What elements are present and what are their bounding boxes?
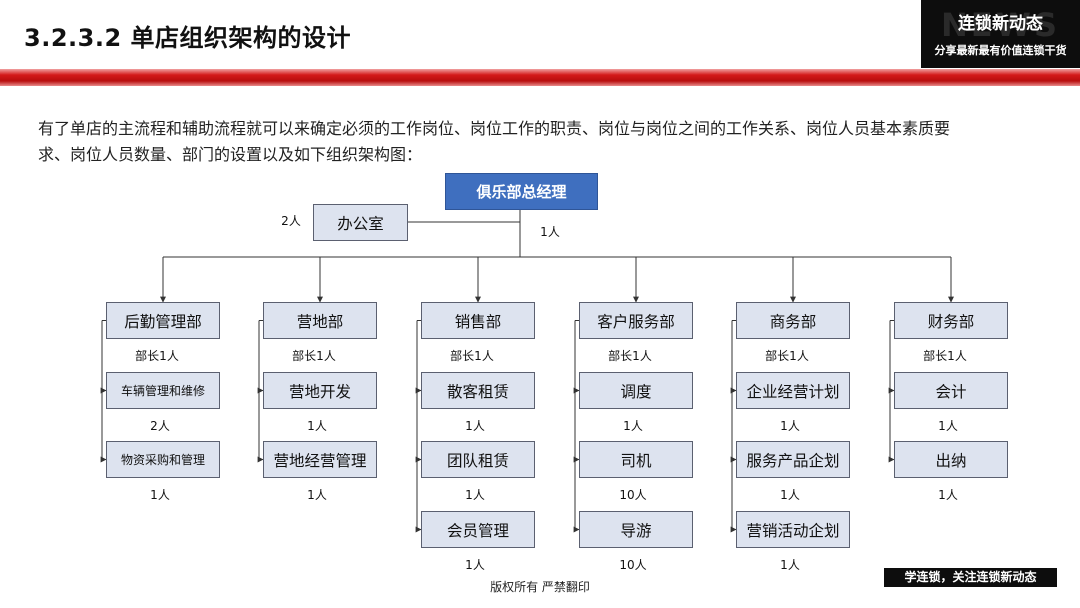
dept-head-count-4: 部长1人 <box>765 349 809 363</box>
sub-unit-count-4-1: 1人 <box>780 488 800 502</box>
sub-unit-count-3-2: 10人 <box>619 558 647 572</box>
copyright-notice: 版权所有 严禁翻印 <box>490 580 590 594</box>
dept-head-count-1: 部长1人 <box>292 349 336 363</box>
sub-unit-box-4-0: 企业经营计划 <box>736 372 850 409</box>
sub-unit-count-1-0: 1人 <box>307 419 327 433</box>
dept-box-1: 营地部 <box>263 302 377 339</box>
dept-box-4: 商务部 <box>736 302 850 339</box>
dept-box-0: 后勤管理部 <box>106 302 220 339</box>
sub-unit-box-1-1: 营地经营管理 <box>263 441 377 478</box>
dept-head-count-2: 部长1人 <box>450 349 494 363</box>
dept-box-3: 客户服务部 <box>579 302 693 339</box>
sub-unit-count-0-1: 1人 <box>150 488 170 502</box>
page-title: 3.2.3.2 单店组织架构的设计 <box>24 24 352 52</box>
org-root-box: 俱乐部总经理 <box>445 173 598 210</box>
sub-unit-box-0-1: 物资采购和管理 <box>106 441 220 478</box>
sub-unit-count-4-0: 1人 <box>780 419 800 433</box>
brand-title: 连锁新动态 <box>958 14 1043 34</box>
header-divider <box>0 69 1080 86</box>
sub-unit-box-1-0: 营地开发 <box>263 372 377 409</box>
sub-unit-count-0-0: 2人 <box>150 419 170 433</box>
intro-text: 有了单店的主流程和辅助流程就可以来确定必须的工作岗位、岗位工作的职责、岗位与岗位… <box>38 119 951 164</box>
sub-unit-box-4-1: 服务产品企划 <box>736 441 850 478</box>
dept-box-2: 销售部 <box>421 302 535 339</box>
brand-subtitle: 分享最新最有价值连锁干货 <box>934 44 1067 57</box>
org-root-count: 1人 <box>540 225 560 239</box>
sub-unit-box-3-0: 调度 <box>579 372 693 409</box>
sub-unit-count-3-1: 10人 <box>619 488 647 502</box>
sub-unit-box-0-0: 车辆管理和维修 <box>106 372 220 409</box>
sub-unit-count-2-0: 1人 <box>465 419 485 433</box>
brand-logo: NEWS 连锁新动态 分享最新最有价值连锁干货 <box>921 0 1080 68</box>
dept-head-count-5: 部长1人 <box>923 349 967 363</box>
sub-unit-box-2-0: 散客租赁 <box>421 372 535 409</box>
sub-unit-count-1-1: 1人 <box>307 488 327 502</box>
dept-box-5: 财务部 <box>894 302 1008 339</box>
follow-badge: 学连锁，关注连锁新动态 <box>884 568 1057 587</box>
dept-head-count-0: 部长1人 <box>135 349 179 363</box>
sub-unit-box-3-2: 导游 <box>579 511 693 548</box>
sub-unit-count-2-1: 1人 <box>465 488 485 502</box>
sub-unit-count-5-1: 1人 <box>938 488 958 502</box>
sub-unit-box-2-1: 团队租赁 <box>421 441 535 478</box>
sub-unit-count-4-2: 1人 <box>780 558 800 572</box>
sub-unit-count-5-0: 1人 <box>938 419 958 433</box>
sub-unit-box-2-2: 会员管理 <box>421 511 535 548</box>
sub-unit-box-5-1: 出纳 <box>894 441 1008 478</box>
org-office-count: 2人 <box>281 214 301 228</box>
sub-unit-box-5-0: 会计 <box>894 372 1008 409</box>
dept-head-count-3: 部长1人 <box>608 349 652 363</box>
sub-unit-box-4-2: 营销活动企划 <box>736 511 850 548</box>
sub-unit-box-3-1: 司机 <box>579 441 693 478</box>
sub-unit-count-2-2: 1人 <box>465 558 485 572</box>
brand-watermark: NEWS <box>941 6 1060 44</box>
org-office-box: 办公室 <box>313 204 408 241</box>
sub-unit-count-3-0: 1人 <box>623 419 643 433</box>
